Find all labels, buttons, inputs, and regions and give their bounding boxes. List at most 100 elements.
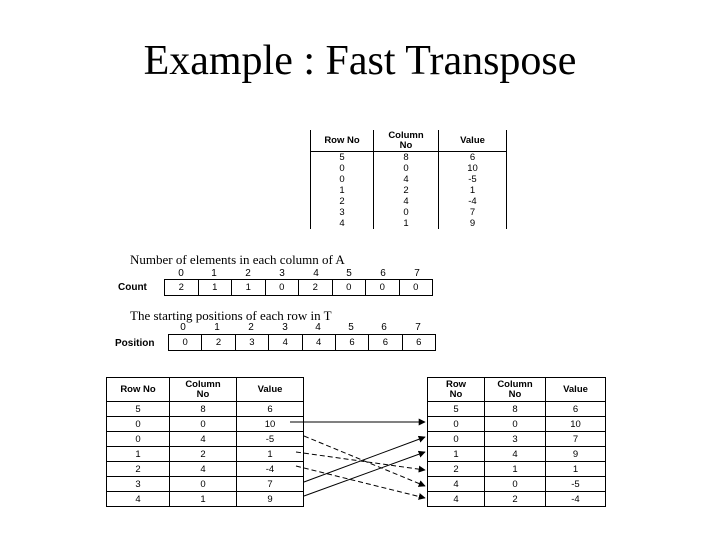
count-row: 2 1 1 0 2 0 0 0 <box>164 279 433 296</box>
cell: 0 <box>427 431 485 447</box>
position-cell: 4 <box>301 334 336 351</box>
position-row: 0 2 3 4 4 6 6 6 <box>167 334 437 351</box>
header-row-no-text: Row No <box>445 378 467 400</box>
cell: 1 <box>106 446 170 462</box>
cell: 9 <box>438 218 507 229</box>
count-index: 6 <box>380 268 386 279</box>
count-index: 1 <box>211 268 217 279</box>
arrow-row-4 <box>295 465 426 500</box>
position-cell: 3 <box>234 334 270 351</box>
cell: 2 <box>106 461 170 477</box>
cell: -4 <box>545 491 606 507</box>
header-column-no: Column No <box>373 130 439 152</box>
count-index: 2 <box>245 268 251 279</box>
count-cell: 0 <box>264 279 299 296</box>
cell: 7 <box>438 207 507 218</box>
position-caption: The starting positions of each row in T <box>130 308 332 323</box>
position-label: Position <box>115 338 155 349</box>
cell: 0 <box>484 476 546 492</box>
cell: 0 <box>106 416 170 432</box>
count-table: 2 1 1 0 2 0 0 0 <box>164 279 433 296</box>
cell: 0 <box>106 431 170 447</box>
position-cell: 6 <box>368 334 403 351</box>
cell: 1 <box>438 185 507 196</box>
position-index: 1 <box>214 322 220 333</box>
cell: 1 <box>169 491 237 507</box>
cell: 2 <box>427 461 485 477</box>
matrix-a-header-row: Row No Column No Value <box>310 130 507 152</box>
header-column-no-text: Column No <box>185 378 221 400</box>
cell: 0 <box>310 163 374 174</box>
cell: 1 <box>310 185 374 196</box>
count-index: 4 <box>313 268 319 279</box>
cell: 0 <box>484 416 546 432</box>
cell: 10 <box>545 416 606 432</box>
position-index: 7 <box>415 322 421 333</box>
cell: 3 <box>310 207 374 218</box>
cell: 2 <box>484 491 546 507</box>
cell: 1 <box>545 461 606 477</box>
cell: -4 <box>236 461 304 477</box>
cell: 10 <box>236 416 304 432</box>
header-column-no-text: Column No <box>497 378 533 400</box>
count-cell: 1 <box>197 279 232 296</box>
header-column-no: Column No <box>169 377 237 402</box>
cell: 9 <box>545 446 606 462</box>
header-value: Value <box>438 130 507 152</box>
count-index: 7 <box>414 268 420 279</box>
position-index: 5 <box>348 322 354 333</box>
position-cell: 4 <box>268 334 303 351</box>
cell: 3 <box>484 431 546 447</box>
cell: 0 <box>169 416 237 432</box>
cell: 1 <box>484 461 546 477</box>
count-index: 5 <box>346 268 352 279</box>
header-value: Value <box>236 377 304 402</box>
header-row-no: Row No <box>106 377 170 402</box>
right-header-row: Row No Column No Value <box>427 377 606 402</box>
cell: 2 <box>169 446 237 462</box>
cell: 1 <box>236 446 304 462</box>
cell: 4 <box>106 491 170 507</box>
count-index: 3 <box>279 268 285 279</box>
position-cell: 0 <box>167 334 203 351</box>
position-cell: 6 <box>334 334 370 351</box>
header-row-no: Row No <box>310 130 374 152</box>
cell: 7 <box>236 476 304 492</box>
count-cell: 2 <box>164 279 199 296</box>
cell: 1 <box>427 446 485 462</box>
position-index: 0 <box>180 322 186 333</box>
position-table: 0 2 3 4 4 6 6 6 <box>167 334 437 351</box>
cell: 4 <box>169 431 237 447</box>
position-cell: 2 <box>201 334 236 351</box>
header-column-no: Column No <box>484 377 546 402</box>
cell: -5 <box>438 174 507 185</box>
cell: 10 <box>438 163 507 174</box>
arrow-row-5 <box>303 435 426 483</box>
cell: 8 <box>484 401 546 417</box>
position-index: 4 <box>315 322 321 333</box>
cell: -5 <box>545 476 606 492</box>
left-header-row: Row No Column No Value <box>106 377 304 402</box>
cell: 8 <box>169 401 237 417</box>
arrow-row-2 <box>303 435 426 487</box>
cell: 4 <box>373 174 439 185</box>
cell: 8 <box>373 151 439 163</box>
